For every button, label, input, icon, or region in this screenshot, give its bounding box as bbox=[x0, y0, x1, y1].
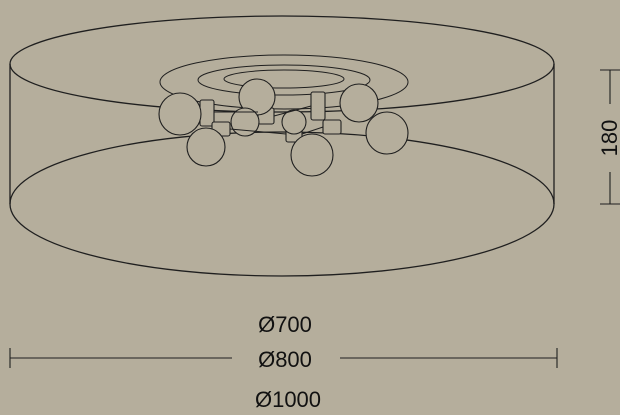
bulb-cluster bbox=[158, 78, 409, 177]
diameter-dimension: Ø700 Ø800 Ø1000 bbox=[9, 312, 558, 412]
socket bbox=[199, 99, 215, 127]
bulb bbox=[290, 133, 334, 177]
height-label: 180 bbox=[597, 120, 620, 157]
bulb bbox=[365, 111, 409, 155]
shade-top-rim bbox=[9, 15, 555, 113]
diameter-1000-label: Ø1000 bbox=[255, 387, 321, 412]
bulb bbox=[158, 92, 202, 136]
socket bbox=[310, 91, 326, 121]
bulb bbox=[339, 83, 379, 123]
bulb bbox=[230, 107, 260, 137]
diameter-700-label: Ø700 bbox=[258, 312, 312, 337]
diameter-800-label: Ø800 bbox=[258, 347, 312, 372]
arm bbox=[273, 105, 312, 117]
canopy-middle-ring bbox=[197, 64, 371, 96]
socket bbox=[322, 119, 342, 135]
bulb bbox=[186, 127, 226, 167]
arm bbox=[301, 126, 324, 135]
shade-bottom-rim bbox=[9, 131, 555, 277]
height-dimension: 180 bbox=[597, 69, 620, 205]
canopy-inner-ring bbox=[223, 69, 345, 89]
drum-shade bbox=[9, 15, 555, 277]
canopy-outer-ring bbox=[159, 54, 409, 110]
bulb bbox=[281, 109, 307, 135]
arm bbox=[229, 128, 287, 135]
ceiling-canopy bbox=[159, 54, 409, 110]
